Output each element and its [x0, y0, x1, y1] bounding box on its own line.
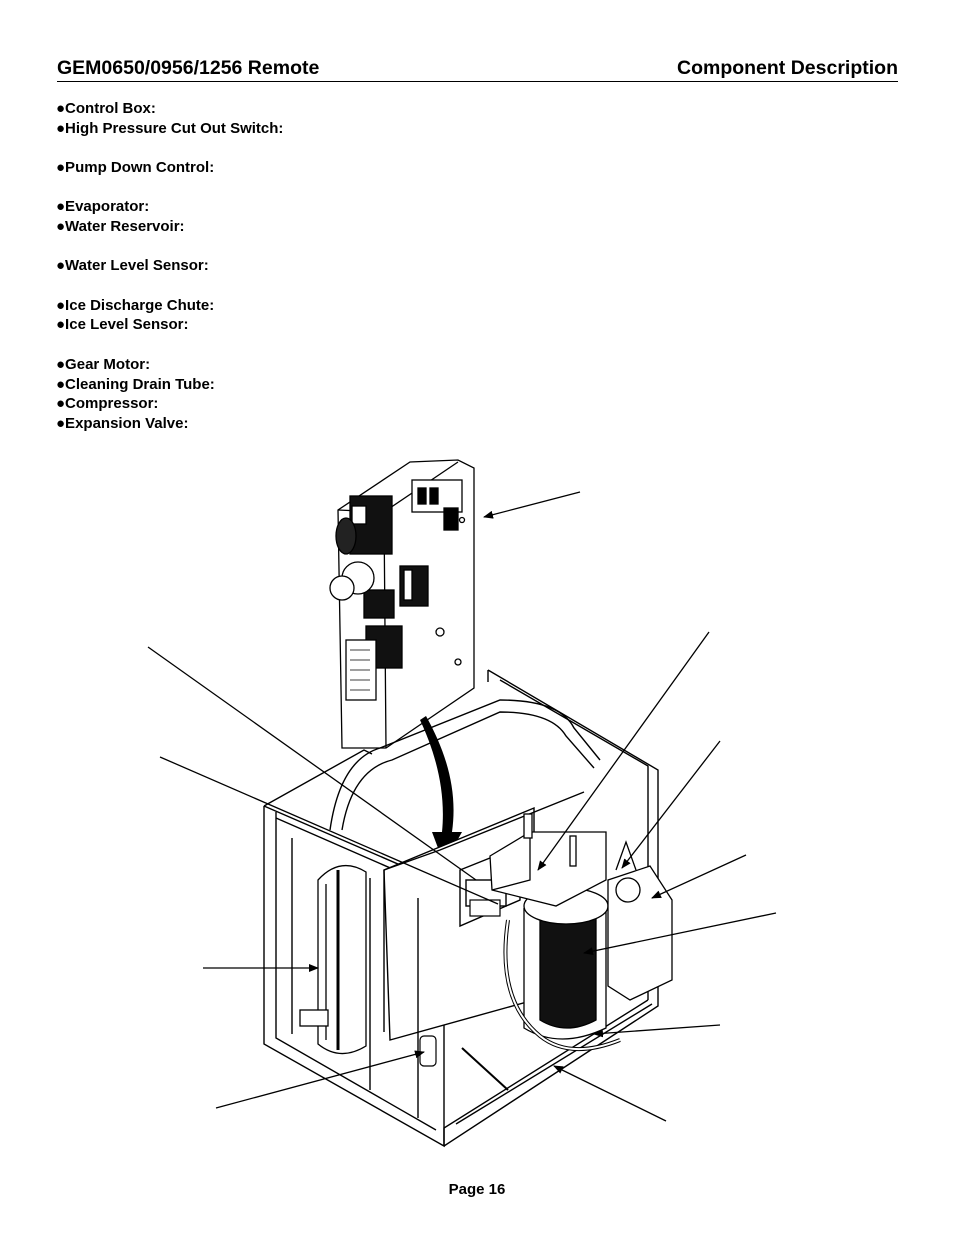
leader-lines: [147, 491, 777, 1122]
component-item-gear-motor: ●Gear Motor:: [56, 356, 151, 373]
component-item-ice-level-sensor: ●Ice Level Sensor:: [56, 316, 189, 333]
component-item-pump-down-control: ●Pump Down Control:: [56, 159, 215, 176]
model-title: GEM0650/0956/1256 Remote: [57, 57, 320, 79]
install-direction-arrow: [420, 716, 462, 864]
component-item-control-box: ●Control Box:: [56, 100, 156, 117]
compressor-drawing: [489, 813, 621, 1051]
control-box-drawing: [329, 459, 475, 749]
small-parts: [419, 899, 509, 1091]
component-item-water-reservoir: ●Water Reservoir:: [56, 218, 185, 235]
component-item-high-pressure-switch: ●High Pressure Cut Out Switch:: [56, 120, 284, 137]
receiver-tank-drawing: [299, 864, 367, 1055]
page-header: GEM0650/0956/1256 Remote Component Descr…: [57, 57, 898, 82]
component-item-ice-discharge-chute: ●Ice Discharge Chute:: [56, 297, 215, 314]
component-item-cleaning-drain-tube: ●Cleaning Drain Tube:: [56, 376, 215, 393]
component-item-expansion-valve: ●Expansion Valve:: [56, 415, 189, 432]
page-number: Page 16: [448, 1181, 506, 1198]
condenser-drawing: [607, 840, 673, 1001]
section-title: Component Description: [676, 57, 898, 79]
component-item-compressor: ●Compressor:: [56, 395, 159, 412]
component-item-evaporator: ●Evaporator:: [56, 198, 150, 215]
component-item-water-level-sensor: ●Water Level Sensor:: [56, 257, 209, 274]
